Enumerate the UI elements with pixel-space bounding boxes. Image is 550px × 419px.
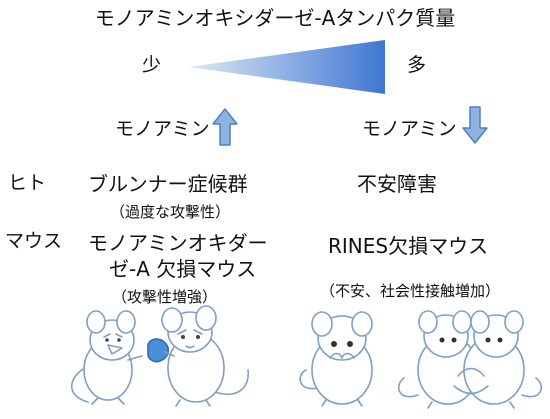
maoa-knockout-label-line2: ゼ-A 欠損マウス — [109, 257, 257, 281]
monoamine-increase-arrow-icon — [212, 108, 238, 146]
brunner-syndrome-note: （過度な攻撃性） — [110, 203, 231, 221]
high-level-label: 多 — [407, 54, 427, 76]
row-label-human: ヒト — [8, 172, 47, 194]
social-mouse-pair-illustration — [397, 310, 543, 409]
maoa-knockout-label-line1: モノアミンオキダー — [88, 231, 268, 255]
anxious-mouse-illustration — [299, 311, 373, 407]
brunner-syndrome-label: ブルンナー症候群 — [88, 172, 248, 196]
boxing-glove-icon — [147, 338, 170, 363]
rines-knockout-label: RINES欠損マウス — [328, 234, 489, 258]
monoamine-decrease-arrow-icon — [462, 106, 488, 144]
anxiety-disorder-label: 不安障害 — [357, 172, 437, 196]
low-level-label: 少 — [142, 54, 162, 76]
aggressive-mouse-left-illustration — [70, 310, 143, 405]
row-label-mouse: マウス — [5, 230, 63, 252]
diagram-title: モノアミンオキシダーゼ-Aタンパク質量 — [94, 6, 456, 30]
left-monoamine-label: モノアミン — [115, 118, 210, 140]
maoa-knockout-note: （攻撃性増強） — [112, 288, 218, 306]
right-monoamine-label: モノアミン — [362, 118, 457, 140]
aggressive-mouse-right-illustration — [161, 305, 249, 407]
rines-knockout-note: （不安、社会性接触増加） — [320, 282, 501, 300]
